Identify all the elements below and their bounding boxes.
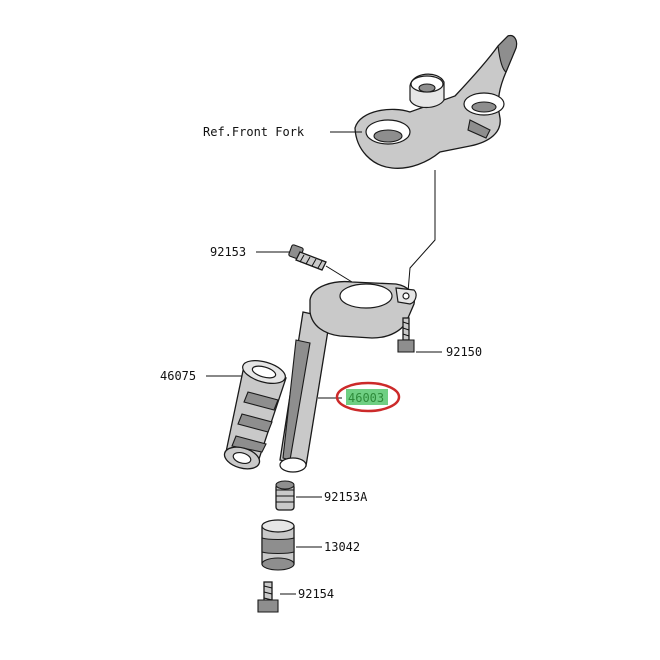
label-46003: 46003 (348, 391, 384, 405)
bar-end-weight-13042 (261, 519, 295, 571)
highlight-46003[interactable]: 46003 (335, 381, 401, 413)
screw-92153A (275, 480, 295, 511)
front-fork-upper-bracket (354, 34, 518, 169)
bolt-92153 (288, 244, 327, 271)
label-13042: 13042 (324, 540, 360, 554)
label-92153: 92153 (210, 245, 246, 259)
leader-92153-to-clamp (325, 265, 353, 283)
bolt-92150 (397, 317, 415, 353)
fork-to-clamp-leader (407, 170, 436, 293)
label-92153A: 92153A (324, 490, 368, 504)
label-92154: 92154 (298, 587, 334, 601)
highlight-46003-fill (346, 389, 388, 405)
label-92150: 92150 (446, 345, 482, 359)
screw-92154 (257, 581, 279, 613)
grip-46075 (223, 360, 287, 470)
handlebar-clip-on-46003 (279, 280, 417, 473)
ref-front-fork-label: Ref.Front Fork (203, 125, 305, 139)
label-46075: 46075 (160, 369, 196, 383)
highlight-46003-ring (335, 381, 401, 413)
